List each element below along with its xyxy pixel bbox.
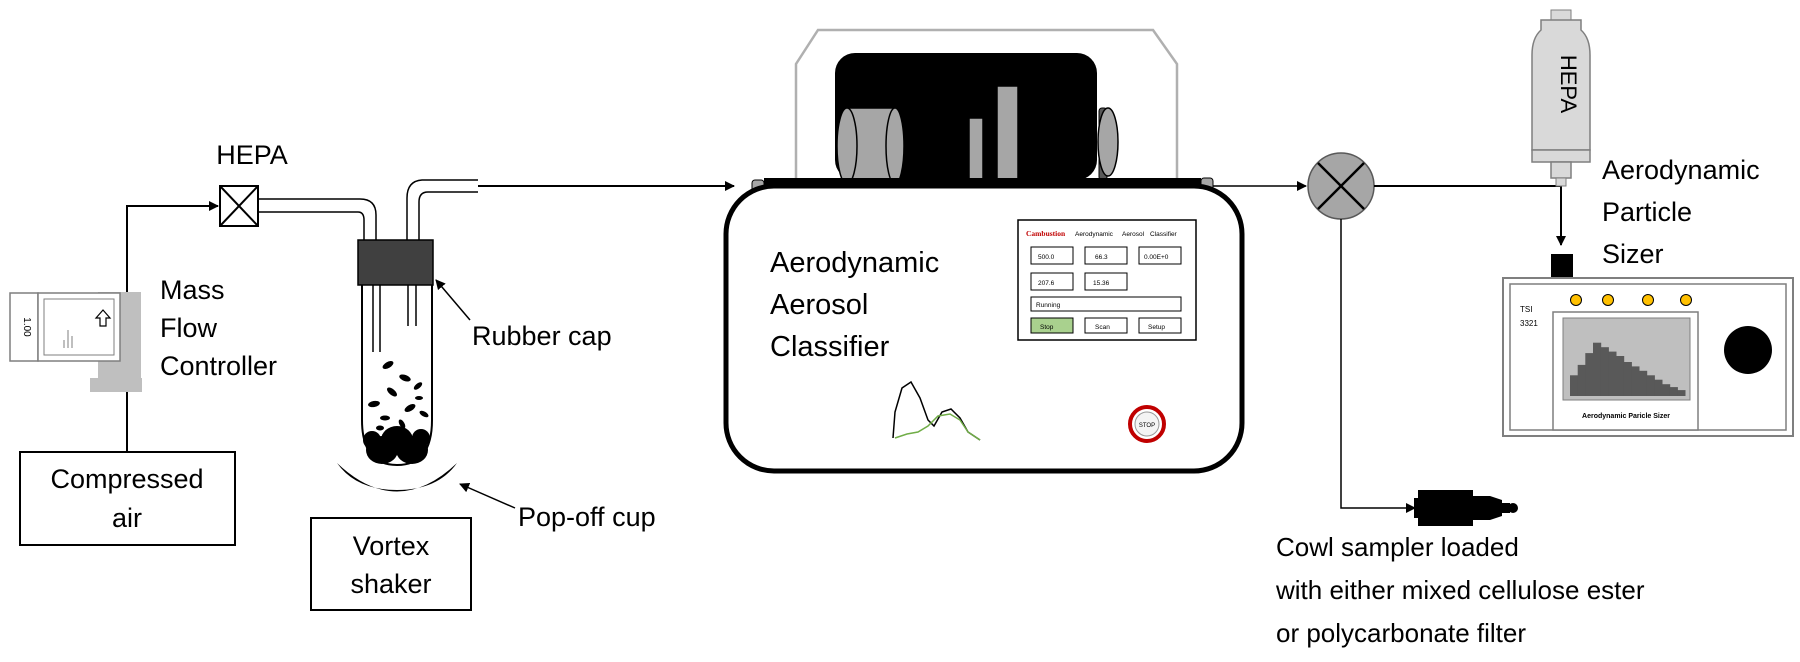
pop-off-cup-label: Pop-off cup [518,502,656,532]
pop-off-cup [337,463,457,492]
aac-screen-r1c2: 66.3 [1095,254,1108,261]
aac-screen-r2c2: 15.36 [1093,280,1110,287]
aac-setup-button[interactable] [1138,317,1182,334]
compressed-air-label-1: Compressed [50,464,203,494]
aac-screen-status: Running [1036,302,1061,309]
hepa-left-label: HEPA [216,140,288,170]
aps-model-2: 3321 [1520,319,1538,328]
aps-histogram-bar [1616,356,1625,396]
aac-screen-header-2: Aerosol [1122,231,1145,238]
aps-histogram-bar [1570,375,1579,396]
aps-histogram [1570,342,1686,396]
three-way-valve [1307,152,1375,220]
aps-instrument: TSI 3321 Aerodynamic Paricle Sizer [1502,254,1794,437]
rubber-cap-pointer [435,279,471,321]
aac-screen-r1c3: 0.00E+0 [1144,254,1169,261]
compressed-air-box: Compressed air [19,451,236,546]
aps-histogram-bar [1608,351,1617,396]
aac-screen-brand: Cambustion [1026,229,1066,238]
aac-screen-r1c1: 500.0 [1038,254,1055,261]
aps-model-1: TSI [1520,305,1532,314]
aac-distribution-icon [892,380,981,441]
aac-scan-button[interactable] [1084,317,1128,334]
aac-screen: Cambustion Aerodynamic Aerosol Classifie… [1017,219,1197,341]
aac-label-3: Classifier [770,331,890,363]
cowl-sampler [1414,490,1518,526]
aac-rail [764,178,1201,186]
line-to-aps [1374,185,1566,246]
compressed-air-label-2: air [112,503,142,533]
aps-label-1: Aerodynamic [1602,155,1760,185]
aps-label-2: Particle [1602,197,1692,227]
aps-label-3: Sizer [1602,239,1664,269]
aps-led-3 [1642,294,1654,306]
aac-stop-soft-button[interactable] [1030,317,1074,334]
hepa-filter-right: HEPA [1531,9,1591,187]
aac-screen-header-3: Classifier [1150,231,1178,238]
test-tube [361,270,433,467]
mass-flow-label-2: Flow [160,313,218,343]
aac-label-2: Aerosol [770,289,868,321]
aac-label-1: Aerodynamic [770,247,939,279]
aps-inlet [1551,254,1573,280]
vortex-shaker-label-1: Vortex [353,531,430,561]
aps-histogram-bar [1654,379,1663,396]
outlet-tube [406,179,478,240]
vortex-shaker-label-2: shaker [350,569,431,599]
aac-lid [794,28,1179,183]
line-to-cowl-sampler [1340,219,1416,513]
mass-flow-label-1: Mass [160,275,225,305]
aps-histogram-bar [1639,370,1648,396]
aps-histogram-bar [1577,364,1586,396]
aps-title: Aerodynamic Paricle Sizer [1582,413,1670,420]
pop-off-cup-pointer [459,483,516,509]
aac-stop-button-label: STOP [1139,423,1155,429]
aps-histogram-bar [1631,366,1640,396]
aac-screen-header-1: Aerodynamic [1075,231,1114,238]
aac-screen-btn-stop: Stop [1040,324,1054,331]
aps-knob[interactable] [1724,326,1772,374]
aps-led-2 [1602,294,1614,306]
hepa-right-label: HEPA [1556,55,1581,114]
aps-histogram-bar [1623,362,1632,396]
aps-histogram-bar [1677,390,1686,396]
aac-stop-button[interactable]: STOP [1128,405,1166,443]
mass-flow-controller: 1.00 Mass Flow Controller [9,275,277,392]
inlet-tube [258,198,377,240]
aps-histogram-bar [1662,384,1671,396]
aac-screen-r2c1: 207.6 [1038,280,1055,287]
vortex-shaker-box: Vortex shaker [310,517,472,611]
aps-histogram-bar [1600,347,1609,396]
aac-screen-btn-setup: Setup [1148,324,1165,331]
cowl-label-1: Cowl sampler loaded [1276,532,1519,562]
cowl-label-2: with either mixed cellulose ester [1275,575,1645,605]
aps-histogram-bar [1585,353,1594,396]
aac-screen-btn-scan: Scan [1095,324,1110,331]
mfc-display-value: 1.00 [21,317,32,337]
aps-led-4 [1680,294,1692,306]
mass-flow-label-3: Controller [160,351,277,381]
aac-instrument: Aerodynamic Aerosol Classifier Cambustio… [723,28,1245,474]
aps-histogram-bar [1593,342,1602,396]
aps-led-1 [1570,294,1582,306]
cowl-label-3: or polycarbonate filter [1276,618,1526,648]
rubber-cap [357,239,434,286]
hepa-filter-left: HEPA [216,140,288,227]
up-arrow-icon [94,309,112,327]
aps-histogram-bar [1646,375,1655,396]
rubber-cap-label: Rubber cap [472,321,612,351]
aps-histogram-bar [1669,387,1678,396]
